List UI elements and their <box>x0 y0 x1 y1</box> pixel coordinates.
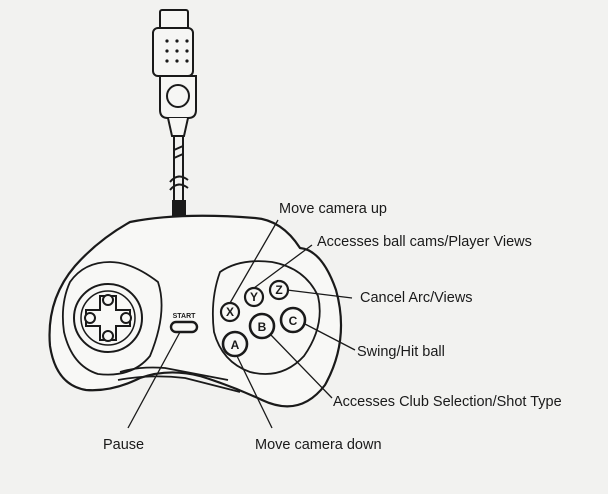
button-x[interactable]: X <box>219 301 241 323</box>
leader-swing <box>304 323 356 351</box>
button-y-label: Y <box>250 290 258 304</box>
button-c[interactable]: C <box>279 306 307 334</box>
callout-ball-cams: Accesses ball cams/Player Views <box>317 234 532 250</box>
button-x-label: X <box>226 305 234 319</box>
callout-move-camera-down: Move camera down <box>255 437 382 453</box>
callout-move-camera-up: Move camera up <box>279 201 387 217</box>
button-b-label: B <box>258 320 267 334</box>
controller-cable <box>169 136 189 220</box>
callout-club-selection: Accesses Club Selection/Shot Type <box>333 394 562 410</box>
controller-body <box>48 214 343 408</box>
callout-cancel-arc: Cancel Arc/Views <box>360 290 473 306</box>
leader-cancel-arc <box>286 289 353 299</box>
callout-swing: Swing/Hit ball <box>357 344 445 360</box>
start-button[interactable]: START <box>169 313 199 334</box>
dpad[interactable] <box>73 283 143 353</box>
leader-ball-cams <box>253 244 313 289</box>
button-a-label: A <box>231 338 240 352</box>
callout-pause: Pause <box>103 437 144 453</box>
button-y[interactable]: Y <box>243 286 265 308</box>
leader-move-camera-up <box>229 219 279 304</box>
leader-pause <box>127 331 181 429</box>
start-label: START <box>173 313 197 320</box>
button-b[interactable]: B <box>248 312 276 340</box>
leader-move-camera-down <box>236 355 273 429</box>
button-a[interactable]: A <box>221 330 249 358</box>
connector-plug <box>152 9 197 137</box>
button-c-label: C <box>289 314 298 328</box>
button-z-label: Z <box>275 283 282 297</box>
leader-club-selection <box>269 333 333 399</box>
button-z[interactable]: Z <box>268 279 290 301</box>
